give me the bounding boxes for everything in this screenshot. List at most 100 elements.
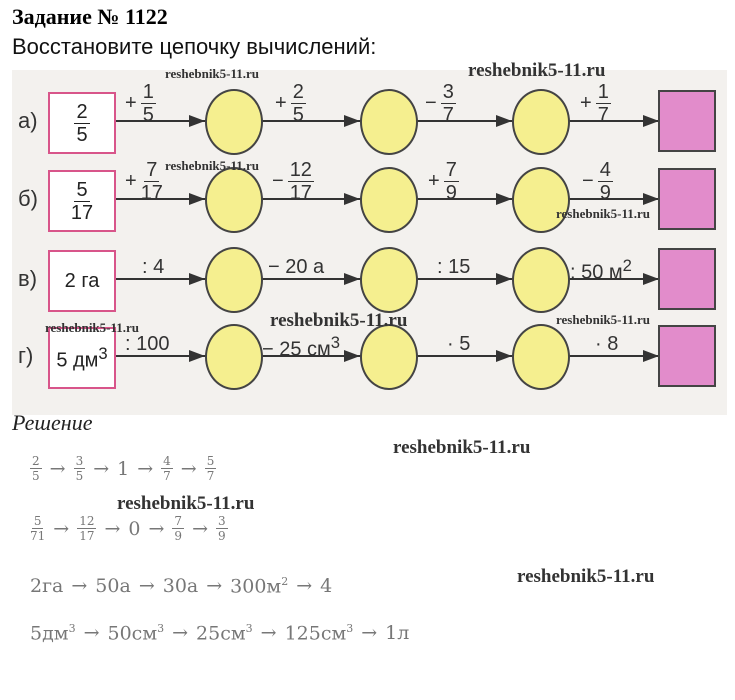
- arrowhead-icon: [189, 193, 205, 205]
- numerator: 7: [172, 514, 185, 529]
- answer-circle[interactable]: [360, 324, 418, 390]
- result-box[interactable]: [658, 325, 716, 387]
- task-instruction: Восстановите цепочку вычислений:: [12, 34, 377, 59]
- exponent: 3: [157, 622, 165, 635]
- watermark: reshebnik5-11.ru: [270, 310, 408, 331]
- answer-circle[interactable]: [360, 247, 418, 313]
- solution-heading: Решение: [12, 410, 93, 435]
- arrowhead-icon: [496, 115, 512, 127]
- value-text: 300м2: [230, 575, 289, 598]
- value-text: : 100: [125, 333, 170, 355]
- arrow-icon: →: [83, 622, 100, 645]
- denominator: 9: [217, 529, 226, 543]
- answer-circle[interactable]: [512, 89, 570, 155]
- answer-circle[interactable]: [205, 167, 263, 233]
- value-text: − 20 а: [268, 256, 325, 278]
- numerator: 3: [215, 514, 228, 529]
- numerator: 4: [161, 454, 173, 469]
- answer-circle[interactable]: [360, 89, 418, 155]
- operation-sign: +: [275, 92, 287, 114]
- watermark: reshebnik5-11.ru: [517, 566, 655, 587]
- operation-label: : 50 м2: [570, 256, 632, 285]
- result-box[interactable]: [658, 90, 716, 152]
- answer-circle[interactable]: [360, 167, 418, 233]
- value-text: 4: [320, 575, 333, 598]
- numerator: 7: [443, 159, 459, 182]
- value-text: 2 га: [64, 269, 100, 292]
- arrowhead-icon: [189, 115, 205, 127]
- arrowhead-icon: [344, 350, 360, 362]
- numerator: 2: [74, 100, 90, 124]
- value-text: 1л: [385, 622, 410, 645]
- watermark: reshebnik5-11.ru: [45, 320, 140, 335]
- operation-label: · 5: [447, 333, 470, 356]
- operation-sign: +: [428, 170, 440, 192]
- arrow-icon: →: [260, 622, 277, 645]
- denominator: 5: [292, 104, 304, 126]
- exponent: 3: [346, 622, 354, 635]
- denominator: 9: [174, 529, 183, 543]
- operation-sign: −: [272, 170, 284, 192]
- operation-sign: −: [425, 92, 437, 114]
- arrowhead-icon: [189, 273, 205, 285]
- numerator: 5: [31, 514, 44, 529]
- answer-circle[interactable]: [512, 167, 570, 233]
- arrowhead-icon: [496, 193, 512, 205]
- row-label: в): [18, 266, 38, 291]
- answer-circle[interactable]: [205, 89, 263, 155]
- denominator: 7: [597, 104, 609, 126]
- denominator: 17: [70, 201, 94, 224]
- numerator: 3: [440, 81, 456, 104]
- arrow-icon: →: [71, 575, 88, 598]
- denominator: 5: [75, 469, 84, 483]
- numerator: 3: [73, 454, 86, 469]
- task-title: Задание № 1122: [12, 4, 168, 29]
- exponent: 2: [281, 575, 289, 588]
- result-box[interactable]: [658, 248, 716, 310]
- arrowhead-icon: [189, 350, 205, 362]
- row-label: г): [18, 343, 34, 368]
- exponent: 3: [68, 622, 76, 635]
- value-text: 2га: [30, 575, 64, 598]
- value-text: 5дм3: [30, 622, 76, 645]
- operation-label: − 20 а: [268, 256, 324, 279]
- result-box[interactable]: [658, 168, 716, 230]
- operation-sign: +: [125, 170, 137, 192]
- numerator: 7: [144, 159, 160, 182]
- exponent: 3: [98, 343, 108, 363]
- answer-circle[interactable]: [512, 324, 570, 390]
- arrow-icon: →: [53, 517, 70, 540]
- denominator: 71: [30, 529, 46, 543]
- denominator: 9: [445, 182, 457, 204]
- exponent: 2: [622, 256, 632, 275]
- operation-sign: +: [580, 92, 592, 114]
- arrowhead-icon: [643, 193, 659, 205]
- numerator: 5: [204, 454, 217, 469]
- operation-label: : 100: [125, 333, 169, 356]
- answer-circle[interactable]: [512, 247, 570, 313]
- answer-circle[interactable]: [205, 324, 263, 390]
- value-text: : 4: [142, 256, 165, 278]
- solution-line: 5дм3→50см3→25см3→125см3→1л: [30, 622, 409, 644]
- row-label: б): [18, 186, 38, 211]
- arrow-icon: →: [296, 575, 313, 598]
- operation-label: : 4: [142, 256, 164, 279]
- answer-circle[interactable]: [205, 247, 263, 313]
